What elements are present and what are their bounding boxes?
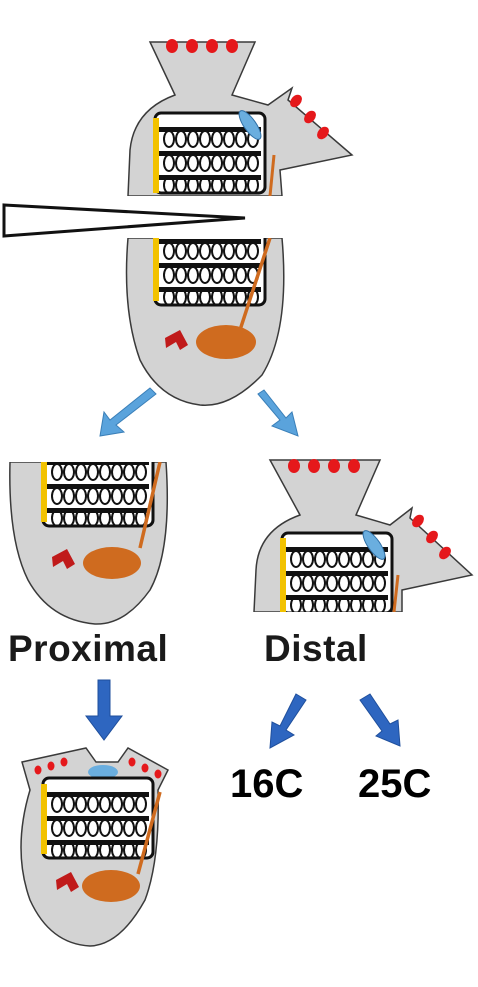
regenerated-organism [20, 747, 169, 947]
distal-label: Distal [264, 628, 368, 669]
pharynx [238, 110, 262, 140]
temperature-25c-label: 25C [358, 762, 432, 806]
eye-dots-distal [288, 459, 451, 560]
eye-dots-top [166, 39, 329, 140]
proximal-label: Proximal [8, 628, 169, 669]
proximal-fragment [9, 462, 168, 625]
distal-fragment [253, 459, 474, 612]
temperature-16c-label: 16C [230, 762, 304, 806]
arrow-down-right-icon [359, 693, 401, 747]
knife-blade-icon [2, 203, 246, 238]
arrow-down-right-icon [257, 389, 299, 437]
arrow-down-left-icon [99, 387, 157, 437]
arrow-down-left-icon [269, 693, 307, 749]
whole-organism [2, 39, 354, 406]
arrow-down-icon [85, 679, 123, 741]
organism-top-half [127, 41, 354, 196]
gonad [196, 325, 256, 359]
red-mark [165, 330, 188, 350]
yellow-band [153, 118, 159, 193]
organism-bottom-half [125, 238, 285, 406]
